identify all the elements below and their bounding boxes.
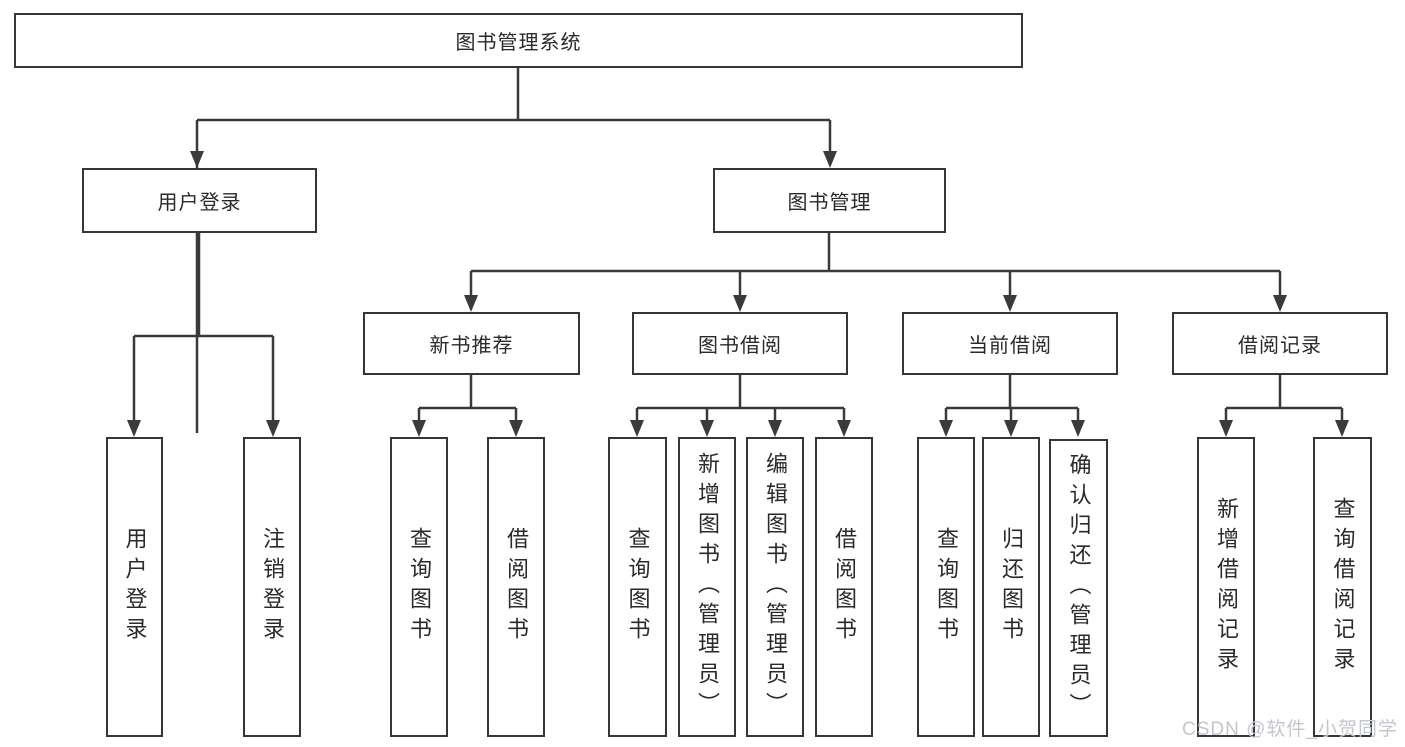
node-new-book-recommend: 新书推荐 <box>363 312 580 375</box>
node-borrowing-records: 借阅记录 <box>1172 312 1388 375</box>
connector-root-to-level2 <box>190 68 837 433</box>
node-book-management: 图书管理 <box>713 168 946 233</box>
connector-new-book-children <box>412 375 523 437</box>
node-user-login: 用户登录 <box>82 168 317 233</box>
leaf-borrow-books-recommend: 借阅图书 <box>487 437 545 737</box>
connector-book-borrow-children <box>630 375 851 437</box>
leaf-add-book-admin: 新增图书（管理员） <box>678 437 736 737</box>
node-library-management-system: 图书管理系统 <box>14 13 1023 68</box>
node-current-borrowing: 当前借阅 <box>902 312 1118 375</box>
leaf-user-login: 用户登录 <box>106 437 163 737</box>
leaf-confirm-return-admin: 确认归还（管理员） <box>1049 439 1108 737</box>
leaf-borrow-books: 借阅图书 <box>815 437 873 737</box>
connector-borrow-record-children <box>1219 375 1349 437</box>
leaf-return-books: 归还图书 <box>982 437 1040 737</box>
watermark-text: CSDN @软件_小贺同学 <box>1182 719 1398 740</box>
leaf-query-books-current: 查询图书 <box>917 437 975 737</box>
connector-user-login-children <box>127 233 280 437</box>
connector-book-mgmt-to-level3 <box>464 233 1287 312</box>
leaf-query-books-borrow: 查询图书 <box>608 437 667 737</box>
leaf-query-borrow-record: 查询借阅记录 <box>1313 437 1372 737</box>
leaf-edit-book-admin: 编辑图书（管理员） <box>746 437 804 737</box>
leaf-add-borrow-record: 新增借阅记录 <box>1197 437 1255 737</box>
node-book-borrowing: 图书借阅 <box>632 312 848 375</box>
leaf-logout: 注销登录 <box>243 437 301 737</box>
leaf-query-books-recommend: 查询图书 <box>390 437 448 737</box>
connector-current-borrow-children <box>939 375 1085 437</box>
